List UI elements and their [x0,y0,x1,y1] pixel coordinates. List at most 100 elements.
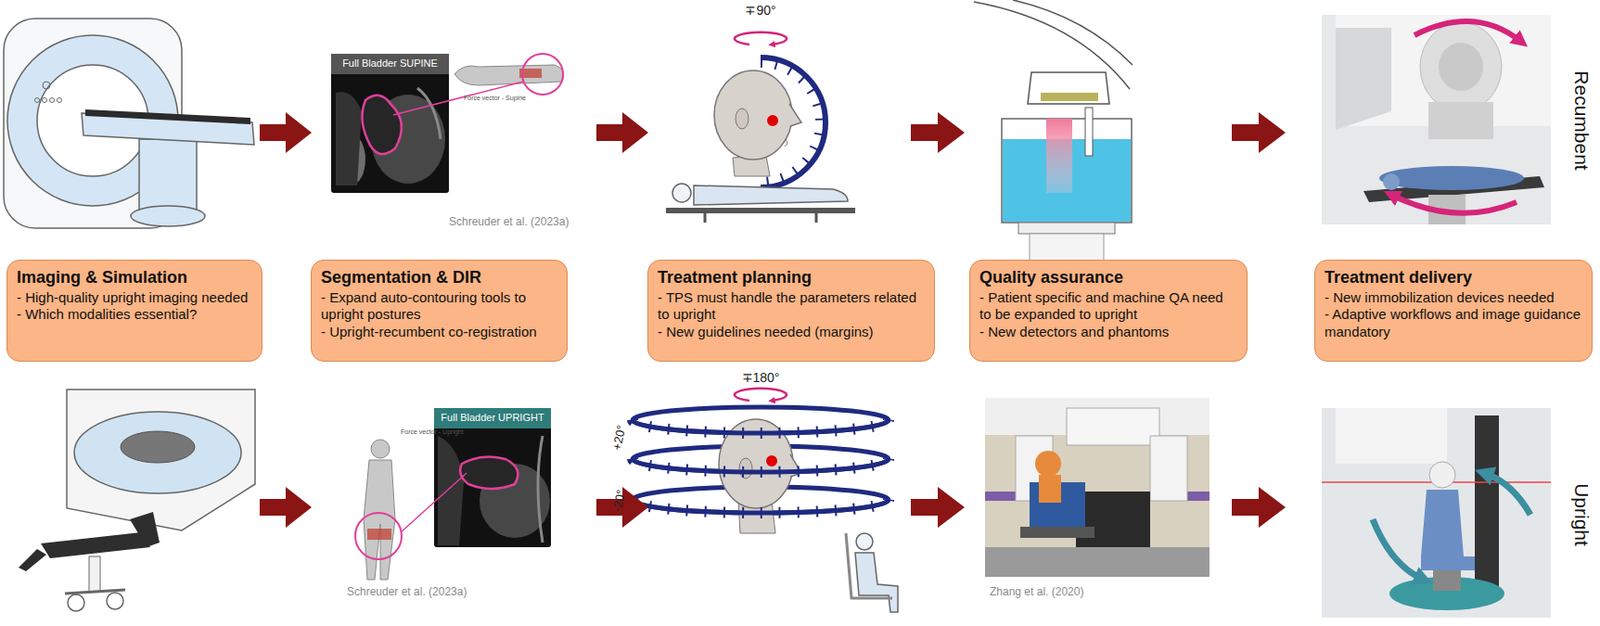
upright-qa-photo [1150,435,1188,501]
recumbent-linac-photo [1391,194,1517,214]
water-phantom [1018,222,1115,234]
planning-head-supine [704,213,817,223]
ct-scanner [139,139,197,214]
planning-head-supine [665,32,856,223]
water-phantom [1046,118,1073,193]
upright-linac-photo [1321,408,1551,618]
citation: Schreuder et al. (2023a) [346,586,467,599]
water-phantom [1012,0,1133,65]
image-banner: Full Bladder UPRIGHT [434,411,551,423]
mri-supine [335,91,362,186]
planning-head-supine [784,139,788,147]
planning-head-upright [632,459,889,473]
bullet-text: - Expand auto-contouring tools to uprigh… [320,289,558,325]
ct-scanner [42,98,48,103]
image-banner: Full Bladder SUPINE [331,57,449,69]
recumbent-linac-photo [1382,173,1400,191]
step-heading: Segmentation & DIR [320,267,558,289]
mri-supine [331,53,449,193]
workflow-arrow [596,112,649,154]
water-phantom [1040,92,1099,102]
bullet-text: - Upright-recumbent co-registration [320,323,558,342]
bullet-text: - Which modalities essential? [16,306,253,324]
mri-supine [331,53,449,75]
upright-linac-photo [1372,519,1424,580]
planning-head-upright [855,552,898,613]
workflow-arrow [1231,112,1286,154]
step-heading: Treatment delivery [1324,267,1583,289]
mri-upright [363,460,396,580]
mri-upright [434,408,551,429]
recumbent-linac-photo [1420,22,1502,112]
step-box: Quality assurance- Patient specific and … [969,259,1248,362]
bullet-text: - New immobilization devices needed [1324,289,1583,308]
upright-qa-photo [1075,491,1151,548]
planning-head-upright [632,420,889,434]
step-box: Imaging & Simulation- High-quality uprig… [6,259,263,362]
planning-head-upright [734,388,787,401]
workflow-arrow [910,486,965,528]
upright-linac-photo [1474,415,1499,592]
upright-qa-photo [1038,474,1062,503]
step-heading: Treatment planning [657,267,925,289]
upright-linac-photo [1484,473,1531,515]
rotation-angle: ∓90° [744,3,776,18]
upright-scanner [129,512,160,548]
workflow-arrow [910,112,965,154]
planning-head-supine [767,115,779,127]
ct-scanner [3,18,255,229]
recumbent-linac-photo [1414,21,1522,42]
water-phantom [1085,107,1093,156]
workflow-arrow [596,486,649,528]
figure-note: Force vector - Supine [463,94,526,103]
planning-head-supine [734,32,787,45]
planning-head-upright [739,458,753,479]
step-heading: Imaging & Simulation [16,267,253,289]
ct-scanner [130,205,205,227]
planning-head-upright [632,499,889,513]
mri-supine [522,53,564,95]
planning-head-supine [735,108,749,129]
upright-scanner [18,549,47,572]
upright-linac-photo [1420,556,1475,571]
planning-head-upright [632,420,889,434]
bullet-text: - TPS must handle the parameters related… [657,289,925,325]
ct-scanner [57,98,63,103]
mri-upright [537,435,543,543]
planning-head-upright [632,388,898,613]
water-phantom [1027,72,1110,104]
mri-upright [400,473,467,533]
recumbent-linac-photo [1438,42,1484,91]
planning-head-upright [632,499,889,513]
upright-scanner [74,411,242,494]
planning-head-upright [856,533,873,551]
mri-upright [367,528,392,540]
upright-linac-photo [1321,408,1551,618]
mri-supine [331,53,564,193]
recumbent-linac-photo [1321,14,1551,225]
upright-scanner [106,592,124,610]
upright-linac-photo [1433,570,1461,591]
workflow-arrow [259,112,1286,528]
upright-linac-photo [1429,461,1456,488]
ct-scanner [85,109,251,125]
ct-scanner [50,98,55,103]
bullet-text: - High-quality upright imaging needed [16,289,253,308]
upright-qa-photo [985,397,1210,577]
ct-scanner [35,98,40,103]
bullet-text: - Patient specific and machine QA need t… [979,289,1238,325]
tilt-angle: +20° [610,423,629,452]
step-box: Treatment planning- TPS must handle the … [647,259,935,362]
row-label: Upright [1570,483,1592,547]
planning-head-supine [714,70,793,160]
recumbent-linac-photo [1335,27,1392,130]
planning-head-supine [789,103,802,127]
workflow-arrow [1231,486,1286,528]
upright-linac-photo [1420,489,1464,557]
step-box: Segmentation & DIR- Expand auto-contouri… [310,259,568,362]
upright-scanner [89,556,101,592]
upright-qa-photo [1020,526,1095,538]
bullet-text: - New detectors and phantoms [979,323,1238,342]
bullet-text: - Adaptive workflows and image guidance … [1324,306,1583,342]
